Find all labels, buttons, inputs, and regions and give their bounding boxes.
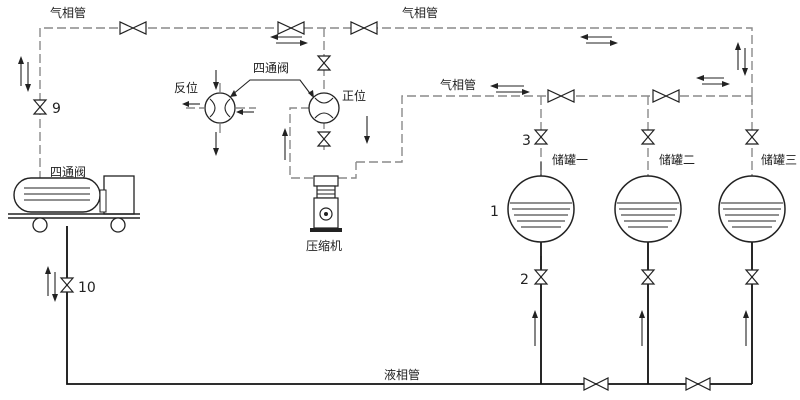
label-compressor: 压缩机	[306, 238, 342, 253]
valve-9[interactable]	[32, 99, 48, 115]
valve-tank2-liquid[interactable]	[640, 269, 656, 285]
valve-gas-top-1[interactable]	[119, 21, 147, 35]
label-number-1: 1	[490, 204, 499, 220]
label-forward-position: 正位	[342, 88, 366, 103]
valve-tank3-gas[interactable]	[744, 129, 760, 145]
label-tank-2: 储罐二	[659, 152, 695, 167]
compressor-icon	[310, 175, 342, 232]
valve-compressor-lower[interactable]	[316, 131, 332, 147]
valve-gas-mid-2[interactable]	[652, 89, 680, 103]
gas-pipe-top	[39, 27, 753, 180]
label-gas-pipe-top-left: 气相管	[50, 5, 86, 20]
storage-tank-3-icon	[718, 175, 786, 243]
valve-gas-mid-1[interactable]	[547, 89, 575, 103]
label-gas-pipe-mid: 气相管	[440, 77, 476, 92]
gas-pipe-network	[39, 27, 753, 180]
valves	[32, 21, 760, 391]
label-number-9: 9	[52, 101, 61, 117]
gas-pipe-reverse-stubs	[186, 80, 256, 136]
label-number-10: 10	[78, 280, 96, 296]
tank-truck-icon	[8, 175, 140, 233]
valve-liquid-2[interactable]	[685, 377, 711, 391]
liquid-pipe-network	[66, 226, 753, 385]
valve-gas-top-3[interactable]	[350, 21, 378, 35]
label-gas-pipe-top-right: 气相管	[402, 5, 438, 20]
label-four-way-valve-truck: 四通阀	[50, 165, 86, 179]
gas-pipe-to-tanks	[356, 95, 752, 163]
liquid-pipe-main	[66, 226, 752, 385]
gas-pipe-compressor-loop	[289, 107, 357, 179]
label-tank-3: 储罐三	[761, 152, 797, 167]
label-number-3: 3	[522, 133, 531, 149]
valve-tank3-liquid[interactable]	[744, 269, 760, 285]
label-liquid-pipe: 液相管	[384, 367, 420, 382]
label-four-way-valve: 四通阀	[253, 61, 289, 75]
four-way-valve-leader-lines	[231, 79, 313, 97]
valve-compressor-upper[interactable]	[316, 55, 332, 71]
four-way-valve-reverse	[204, 92, 236, 124]
valve-liquid-1[interactable]	[583, 377, 609, 391]
four-way-valve-forward	[308, 92, 340, 124]
label-tank-1: 储罐一	[552, 152, 588, 167]
liquid-pipe-tank-branches	[540, 240, 753, 384]
valve-2-tank1-liquid[interactable]	[533, 269, 549, 285]
storage-tank-1-icon	[507, 162, 575, 256]
storage-tank-2-icon	[614, 175, 682, 243]
valve-gas-top-2[interactable]	[277, 21, 305, 35]
valve-10[interactable]	[59, 277, 75, 293]
label-reverse-position: 反位	[174, 80, 198, 95]
valve-3-tank1-gas[interactable]	[533, 129, 549, 145]
label-number-2: 2	[520, 272, 529, 288]
valve-tank2-gas[interactable]	[640, 129, 656, 145]
flow-arrows	[18, 34, 749, 346]
